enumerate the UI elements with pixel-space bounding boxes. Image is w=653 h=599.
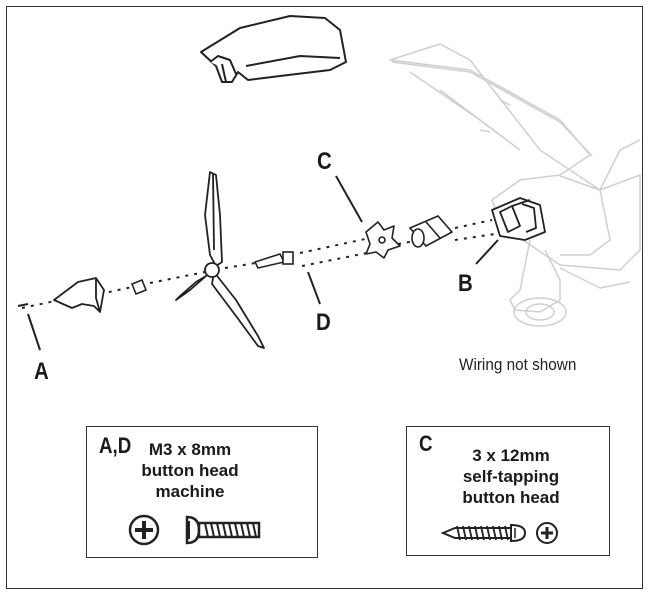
spec-box-machine-screw: A,D M3 x 8mm button head machine bbox=[86, 426, 318, 558]
spec-line: machine bbox=[155, 482, 225, 501]
spec-box-self-tapping-screw: C 3 x 12mm self-tapping button head bbox=[406, 426, 610, 556]
spec-line: self-tapping bbox=[462, 467, 560, 486]
airplane-fuselage bbox=[389, 43, 641, 327]
spec-box-id: C bbox=[419, 431, 433, 456]
wiring-note: Wiring not shown bbox=[459, 355, 577, 374]
spec-box-description: 3 x 12mm self-tapping button head bbox=[451, 445, 571, 508]
callout-d: D bbox=[316, 309, 331, 336]
spinner-backplate bbox=[130, 278, 148, 296]
leader-lines bbox=[27, 175, 499, 351]
spec-line: button head bbox=[462, 488, 560, 507]
propeller bbox=[175, 171, 265, 349]
callout-b: B bbox=[458, 270, 473, 297]
motor bbox=[408, 215, 454, 248]
self-tapping-screw-icon bbox=[440, 523, 527, 543]
spec-line: 3 x 12mm bbox=[472, 446, 550, 465]
diagram-frame bbox=[6, 6, 643, 589]
phillips-head-icon bbox=[536, 522, 558, 544]
machine-screw-icon bbox=[185, 515, 261, 545]
phillips-head-icon bbox=[128, 514, 160, 546]
spec-line: M3 x 8mm bbox=[148, 440, 232, 459]
callout-a: A bbox=[34, 358, 49, 385]
x-mount bbox=[365, 221, 401, 259]
spec-line: button head bbox=[141, 461, 239, 480]
motor-mount bbox=[491, 197, 546, 241]
callout-c: C bbox=[317, 148, 332, 175]
spec-box-description: M3 x 8mm button head machine bbox=[135, 439, 245, 502]
spinner-cone bbox=[53, 277, 105, 313]
cowling bbox=[200, 15, 347, 83]
screw-a bbox=[17, 303, 29, 307]
spec-box-id: A,D bbox=[99, 433, 132, 458]
prop-shaft bbox=[253, 251, 294, 269]
